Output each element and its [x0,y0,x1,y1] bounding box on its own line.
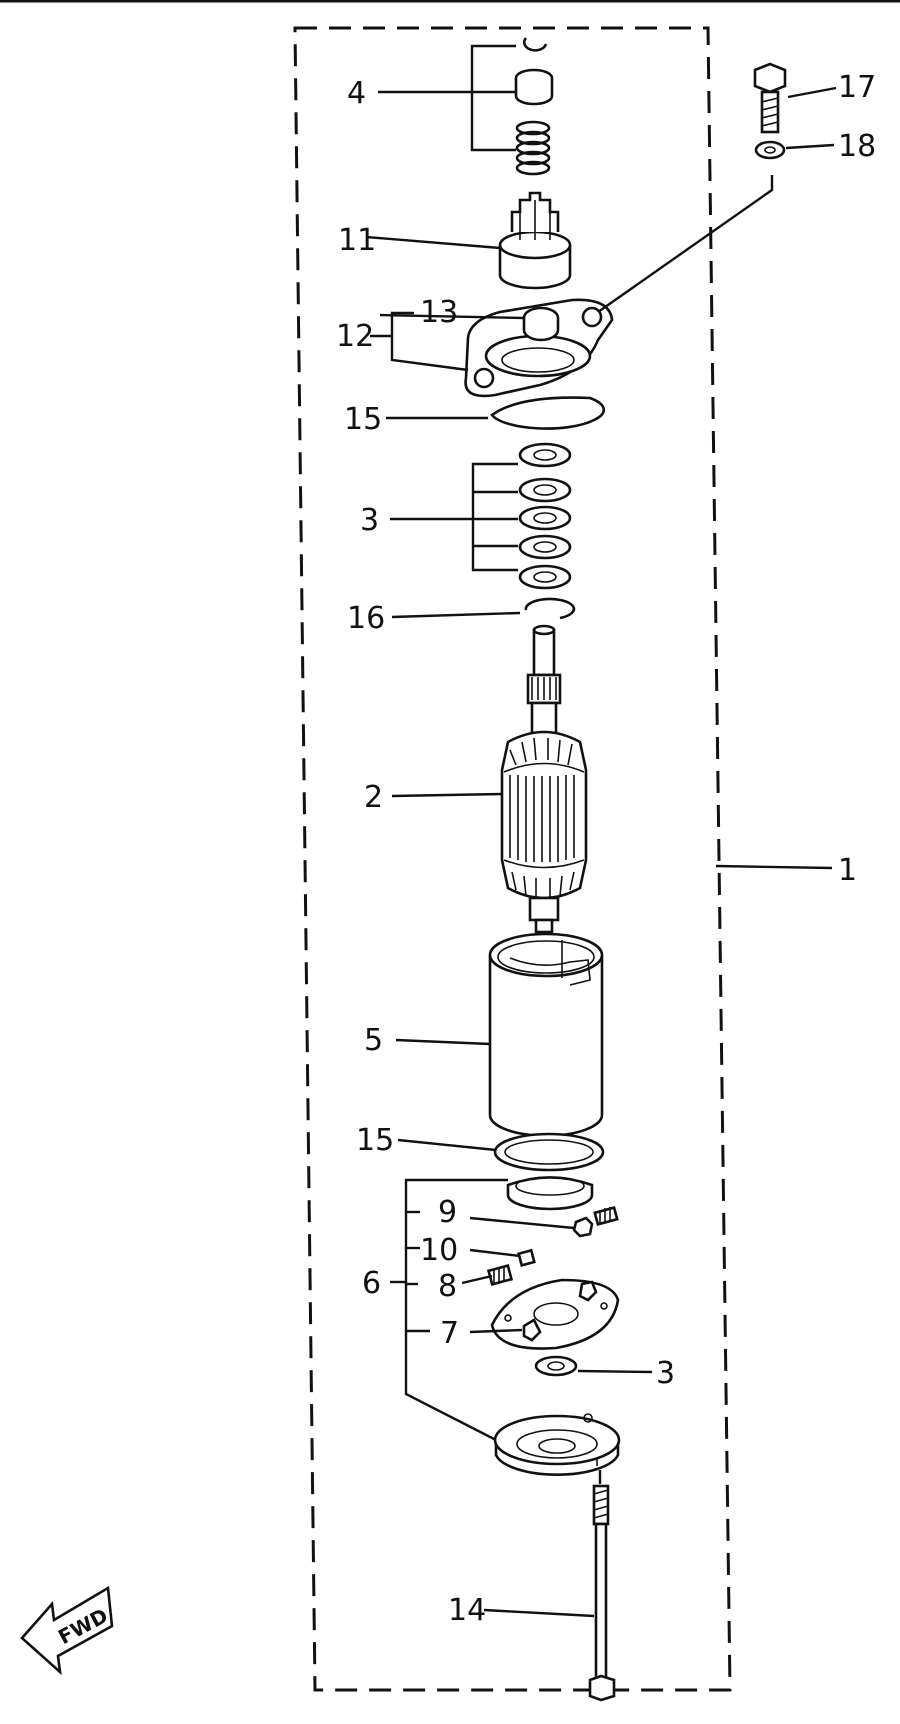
part-1-leader [715,864,833,870]
callout-12: 12 [336,319,374,354]
callout-8: 8 [438,1269,457,1304]
callout-10: 10 [420,1233,458,1268]
callout-2: 2 [364,780,383,815]
callout-17: 17 [838,70,876,105]
callout-5: 5 [364,1023,383,1058]
part-18-washer [597,140,835,313]
callout-1: 1 [838,853,857,888]
callout-3b: 3 [656,1356,675,1391]
assembly-boundary [293,26,732,1692]
callout-4: 4 [347,76,366,111]
callout-18: 18 [838,129,876,164]
callout-13: 13 [420,295,458,330]
part-15-lower-oring [397,1132,605,1172]
part-5-yoke [395,932,604,1138]
part-3-washer-stack [390,442,572,590]
part-14-through-bolt [483,1470,616,1702]
callout-16: 16 [347,601,385,636]
callout-15a: 15 [344,402,382,437]
callout-labels: 4 17 18 11 13 12 15 3 16 2 1 5 15 9 10 6… [336,70,876,1628]
callout-11: 11 [338,223,376,258]
callout-6: 6 [362,1266,381,1301]
callout-14: 14 [448,1593,486,1628]
callout-3a: 3 [360,503,379,538]
part-11-pinion [365,191,572,290]
callout-15b: 15 [356,1123,394,1158]
part-6-rear-cover-group [390,1176,653,1476]
part-12-bracket [370,298,614,430]
callout-9: 9 [438,1195,457,1230]
fwd-arrow-icon: FWD [20,1585,114,1676]
part-17-bolt [753,62,837,134]
part-16-snap-ring [391,597,576,620]
part-4-group [378,37,554,176]
callout-7: 7 [440,1316,459,1351]
part-2-armature [391,624,588,934]
